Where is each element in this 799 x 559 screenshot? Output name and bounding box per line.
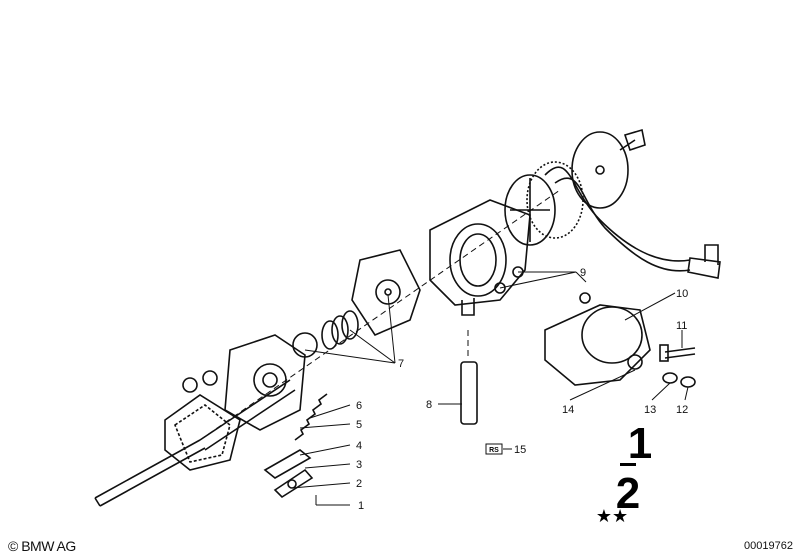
fraction-denominator: 2 [616,469,640,518]
reference-number: 00019762 [744,540,793,552]
callout-4: 4 [356,440,362,452]
fuel-hose-part [544,166,721,279]
diaphragm-spring-part [292,310,359,358]
fraction-bar [620,463,636,466]
callout-7: 7 [398,358,404,370]
callout-3: 3 [356,459,362,471]
star-rating: ★★ [596,506,628,527]
callout-11: 11 [676,320,687,332]
callout-12: 12 [676,404,688,416]
rs-badge: RS [485,443,503,455]
lever-housing-part [164,379,296,471]
copyright-text: © BMW AG [8,538,76,554]
bolt-part [627,344,696,388]
callout-6: 6 [356,400,362,412]
callout-9: 9 [580,267,586,279]
rs-badge-text: RS [489,447,499,454]
fraction-numerator: 1 [628,419,652,468]
filter-screen-part [504,161,584,246]
callout-1: 1 [358,500,364,512]
pushrod-part [94,439,206,507]
upper-body-part [429,199,531,316]
lower-body-part [182,334,306,431]
callout-15: 15 [514,444,526,456]
sleeve-part [460,361,478,425]
callout-10: 10 [676,288,688,300]
callout-2: 2 [356,478,362,490]
callout-14: 14 [562,404,574,416]
diaphragm-part [351,249,421,336]
leader-lines [290,271,689,505]
auxiliary-pump-part [544,292,651,386]
top-cover-part [571,128,646,209]
callout-8: 8 [426,399,432,411]
valve-parts [263,449,314,499]
spring-part [294,393,328,441]
callout-13: 13 [644,404,656,416]
callout-5: 5 [356,419,362,431]
